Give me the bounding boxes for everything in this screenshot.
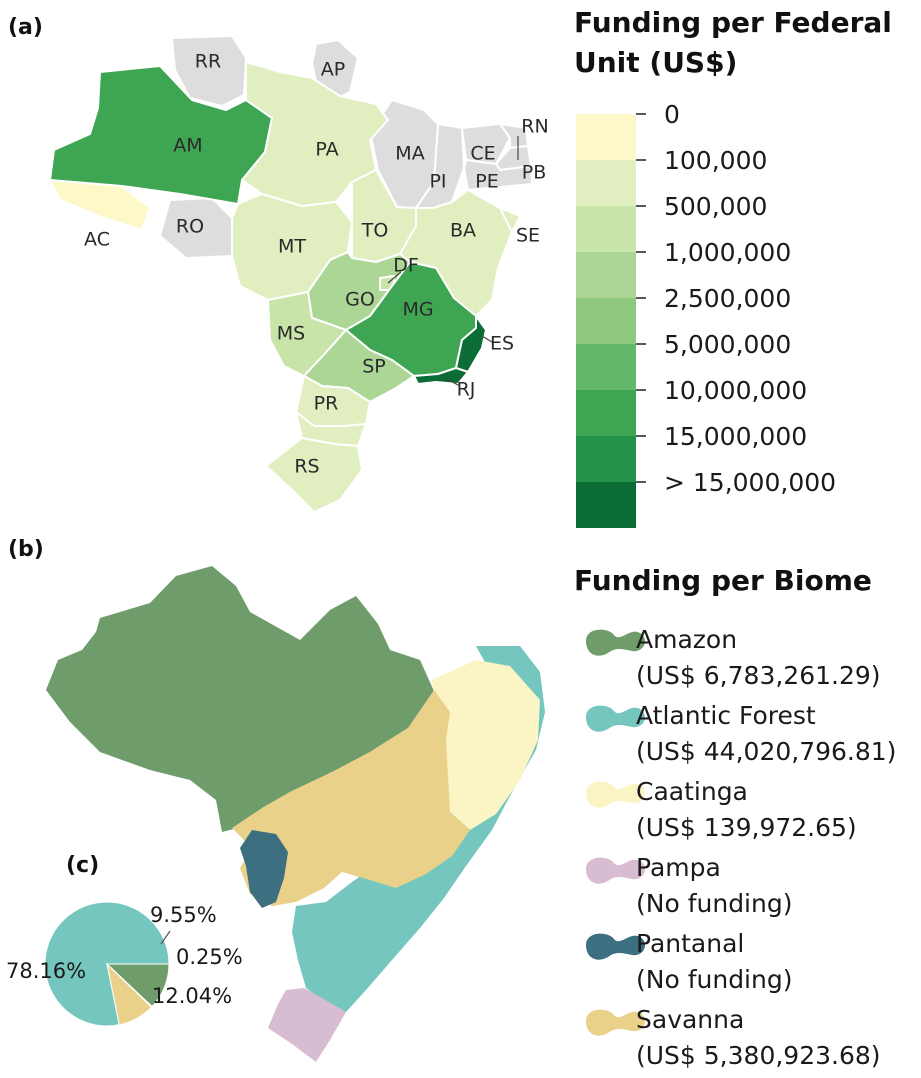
state-label: AM [173, 135, 202, 157]
scale-swatch [576, 436, 636, 482]
state-label: AC [84, 229, 110, 251]
biome-funding: (No funding) [636, 965, 792, 994]
scale-swatch [576, 114, 636, 160]
scale-swatch [576, 160, 636, 206]
pie-label-amazon: 12.04% [152, 984, 232, 1008]
legend-b-title: Funding per Biome [574, 564, 872, 597]
state-label: PR [314, 393, 339, 415]
scale-swatch [576, 482, 636, 528]
biome-legend-item: Pantanal (No funding) [586, 929, 792, 994]
panel-a-label: (a) [8, 15, 43, 40]
state-label: PA [315, 139, 338, 161]
state-rs [265, 437, 363, 513]
biome-swatch [586, 629, 646, 656]
legend-a-title-line2: Unit (US$) [574, 46, 737, 79]
pie-label-atlantic-forest: 78.16% [6, 959, 86, 983]
scale-swatch [576, 206, 636, 252]
biome-caatinga [432, 660, 540, 830]
state-label: MA [395, 143, 424, 165]
pie-label-caatinga: 0.25% [176, 945, 243, 969]
biome-name: Atlantic Forest [636, 701, 816, 730]
state-label: RO [176, 216, 204, 238]
biome-legend-item: Caatinga (US$ 139,972.65) [586, 777, 857, 842]
state-label: PI [429, 171, 446, 193]
pie-label-savanna: 9.55% [150, 903, 217, 927]
state-label: MT [278, 236, 306, 258]
state-label: ES [490, 333, 514, 355]
scale-swatch [576, 390, 636, 436]
scale-tick-label: 500,000 [664, 192, 767, 221]
biome-swatch [586, 933, 646, 960]
state-label: RS [294, 456, 319, 478]
state-labels: RR AP AM PA MA CE RN PB PI PE AC RO MT T… [84, 51, 549, 478]
pie-slice [106, 962, 153, 1026]
scale-tick-label: 10,000,000 [664, 376, 807, 405]
biome-name: Savanna [636, 1005, 744, 1034]
biome-amazon [46, 566, 438, 832]
biome-legend-item: Pampa (No funding) [586, 853, 792, 918]
state-label: TO [361, 220, 389, 242]
state-label: BA [450, 220, 476, 242]
state-am [49, 65, 273, 205]
scale-tick-label: 2,500,000 [664, 284, 791, 313]
biome-legend-item: Amazon (US$ 6,783,261.29) [586, 625, 881, 690]
state-rj [413, 367, 469, 385]
biome-swatch [586, 1009, 646, 1036]
state-pe [463, 159, 533, 191]
biome-swatch [586, 857, 646, 884]
state-label: SP [362, 356, 386, 378]
biome-pantanal [240, 830, 288, 908]
biome-funding: (No funding) [636, 889, 792, 918]
state-label: MG [402, 299, 433, 321]
state-label: PE [475, 171, 498, 193]
funding-color-scale: 0 100,000 500,000 1,000,000 2,500,000 5,000,0… [576, 100, 836, 528]
panel-c-label: (c) [66, 853, 99, 878]
biome-pampa [268, 988, 346, 1062]
state-label: PB [522, 162, 547, 184]
biome-name: Pampa [636, 853, 721, 882]
pie-leader-line [160, 930, 171, 945]
leader-lines [387, 136, 519, 387]
state-label: SE [516, 225, 540, 247]
scale-tick-label: 100,000 [664, 146, 767, 175]
state-label: MS [277, 323, 305, 345]
biome-funding: (US$ 5,380,923.68) [636, 1041, 881, 1070]
panel-b-label: (b) [8, 537, 44, 562]
biome-name: Caatinga [636, 777, 748, 806]
biome-legend: Amazon (US$ 6,783,261.29) Atlantic Forest (… [586, 625, 896, 1070]
state-label: CE [470, 143, 495, 165]
state-label: RJ [457, 379, 476, 401]
biome-funding: (US$ 139,972.65) [636, 813, 857, 842]
state-ce [461, 123, 511, 165]
biome-funding: (US$ 6,783,261.29) [636, 661, 881, 690]
state-label: RR [195, 51, 221, 73]
state-label: RN [521, 116, 548, 138]
biome-name: Amazon [636, 625, 737, 654]
scale-tick-label: 0 [664, 100, 680, 129]
state-funding-map [49, 35, 533, 513]
biome-legend-item: Savanna (US$ 5,380,923.68) [586, 1005, 881, 1070]
state-rr [171, 35, 247, 107]
biome-map [46, 566, 545, 1062]
state-label: AP [321, 59, 345, 81]
state-se [499, 207, 521, 233]
biome-legend-item: Atlantic Forest (US$ 44,020,796.81) [586, 701, 896, 766]
state-label: GO [345, 289, 375, 311]
scale-swatch [576, 252, 636, 298]
scale-swatch [576, 344, 636, 390]
scale-tick-label: > 15,000,000 [664, 468, 836, 497]
biome-funding: (US$ 44,020,796.81) [636, 737, 896, 766]
state-label: DF [393, 255, 419, 277]
biome-funding-pie [44, 901, 170, 1027]
scale-tick-label: 1,000,000 [664, 238, 791, 267]
biome-name: Pantanal [636, 929, 744, 958]
biome-swatch [586, 781, 646, 808]
scale-tick-label: 15,000,000 [664, 422, 807, 451]
biome-savanna [232, 690, 470, 906]
scale-swatch [576, 298, 636, 344]
legend-a-title-line1: Funding per Federal [574, 6, 892, 39]
scale-tick-label: 5,000,000 [664, 330, 791, 359]
biome-swatch [586, 705, 646, 732]
